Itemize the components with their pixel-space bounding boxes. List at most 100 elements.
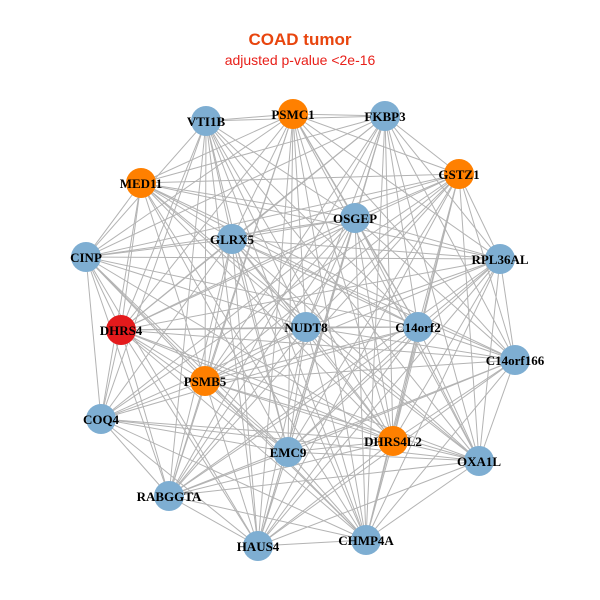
edge-dhrs4l2-emc9: [287, 440, 394, 453]
node-label-c14orf2: C14orf2: [395, 320, 441, 335]
edge-emc9-oxa1l: [287, 451, 480, 462]
edge-coq4-chmp4a: [100, 418, 367, 541]
node-circle-psmc1: [278, 99, 308, 129]
edge-rabggta-chmp4a: [168, 495, 367, 541]
node-c14orf2: C14orf2: [395, 312, 441, 342]
edge-c14orf166-rabggta: [168, 359, 516, 497]
node-circle-c14orf166: [500, 345, 530, 375]
edge-cinp-dhrs4l2: [85, 256, 394, 442]
node-vti1b: VTI1B: [187, 106, 225, 136]
edge-glrx5-oxa1l: [231, 238, 480, 462]
edge-rpl36al-c14orf166: [499, 258, 516, 361]
edge-emc9-rabggta: [168, 451, 289, 497]
edge-nudt8-dhrs4l2: [305, 326, 394, 442]
node-circle-vti1b: [191, 106, 221, 136]
edge-psmc1-dhrs4: [120, 113, 294, 331]
edge-osgep-rpl36al: [354, 217, 501, 260]
edge-gstz1-osgep: [354, 173, 460, 219]
node-gstz1: GSTZ1: [438, 159, 480, 189]
edge-dhrs4l2-haus4: [257, 440, 394, 547]
node-osgep: OSGEP: [333, 203, 377, 233]
figure-title: COAD tumor: [248, 30, 352, 49]
node-cinp: CINP: [70, 242, 102, 272]
edge-fkbp3-gstz1: [384, 115, 460, 175]
edge-dhrs4l2-rabggta: [168, 440, 394, 497]
node-circle-nudt8: [291, 312, 321, 342]
edge-nudt8-emc9: [287, 326, 307, 453]
node-label-emc9: EMC9: [270, 445, 307, 460]
edge-psmc1-rabggta: [168, 113, 294, 497]
edge-rpl36al-emc9: [287, 258, 501, 453]
edge-c14orf2-coq4: [100, 326, 419, 420]
edge-gstz1-emc9: [287, 173, 460, 453]
edge-vti1b-rabggta: [168, 120, 207, 497]
edge-rpl36al-rabggta: [168, 258, 501, 497]
edge-vti1b-osgep: [205, 120, 356, 219]
edge-med11-c14orf2: [140, 182, 419, 328]
edge-vti1b-coq4: [100, 120, 207, 420]
node-chmp4a: CHMP4A: [338, 525, 394, 555]
edge-fkbp3-oxa1l: [384, 115, 480, 462]
edge-rpl36al-dhrs4: [120, 258, 501, 331]
edge-gstz1-rpl36al: [458, 173, 501, 260]
edge-psmc1-oxa1l: [292, 113, 480, 462]
edge-psmc1-gstz1: [292, 113, 460, 175]
node-label-psmc1: PSMC1: [271, 107, 314, 122]
node-label-c14orf166: C14orf166: [486, 353, 545, 368]
edge-glrx5-dhrs4: [120, 238, 233, 331]
edge-med11-chmp4a: [140, 182, 367, 541]
edge-fkbp3-psmb5: [204, 115, 386, 382]
edge-osgep-dhrs4: [120, 217, 356, 331]
edge-vti1b-chmp4a: [205, 120, 367, 541]
edge-psmc1-cinp: [85, 113, 294, 258]
edge-psmc1-glrx5: [231, 113, 294, 240]
edge-psmc1-haus4: [257, 113, 294, 547]
node-circle-coq4: [86, 404, 116, 434]
node-coq4: COQ4: [83, 404, 120, 434]
edge-cinp-coq4: [85, 256, 102, 420]
node-psmb5: PSMB5: [184, 366, 227, 396]
edge-glrx5-cinp: [85, 238, 233, 258]
node-dhrs4l2: DHRS4L2: [364, 426, 422, 456]
edge-nudt8-psmb5: [204, 326, 307, 382]
node-label-psmb5: PSMB5: [184, 374, 227, 389]
node-circle-c14orf2: [403, 312, 433, 342]
edge-osgep-c14orf166: [354, 217, 516, 361]
edge-dhrs4-rabggta: [120, 329, 170, 497]
node-circle-med11: [126, 168, 156, 198]
edge-nudt8-haus4: [257, 326, 307, 547]
edge-osgep-c14orf2: [354, 217, 419, 328]
edge-fkbp3-cinp: [85, 115, 386, 258]
edge-rpl36al-psmb5: [204, 258, 501, 382]
node-haus4: HAUS4: [237, 531, 280, 561]
edge-gstz1-dhrs4: [120, 173, 460, 331]
edge-psmb5-coq4: [100, 380, 206, 420]
edge-gstz1-c14orf166: [458, 173, 516, 361]
edge-gstz1-oxa1l: [458, 173, 480, 462]
node-circle-cinp: [71, 242, 101, 272]
edge-psmb5-rabggta: [168, 380, 206, 497]
edge-med11-cinp: [85, 182, 142, 258]
node-label-dhrs4l2: DHRS4L2: [364, 434, 422, 449]
edge-med11-emc9: [140, 182, 289, 453]
node-label-osgep: OSGEP: [333, 211, 377, 226]
edge-glrx5-nudt8: [231, 238, 307, 328]
edge-med11-glrx5: [140, 182, 233, 240]
edge-psmc1-nudt8: [292, 113, 307, 328]
node-label-coq4: COQ4: [83, 412, 120, 427]
edge-haus4-chmp4a: [257, 539, 367, 547]
node-circle-oxa1l: [464, 446, 494, 476]
node-label-chmp4a: CHMP4A: [338, 533, 394, 548]
edge-dhrs4-oxa1l: [120, 329, 480, 462]
edge-vti1b-nudt8: [205, 120, 307, 328]
edge-rpl36al-chmp4a: [365, 258, 501, 541]
edge-psmb5-dhrs4l2: [204, 380, 394, 442]
edge-c14orf166-oxa1l: [478, 359, 516, 462]
node-c14orf166: C14orf166: [486, 345, 545, 375]
edge-rpl36al-haus4: [257, 258, 501, 547]
node-label-nudt8: NUDT8: [284, 320, 328, 335]
edge-c14orf2-oxa1l: [417, 326, 480, 462]
edge-fkbp3-med11: [140, 115, 386, 184]
node-rpl36al: RPL36AL: [471, 244, 529, 274]
